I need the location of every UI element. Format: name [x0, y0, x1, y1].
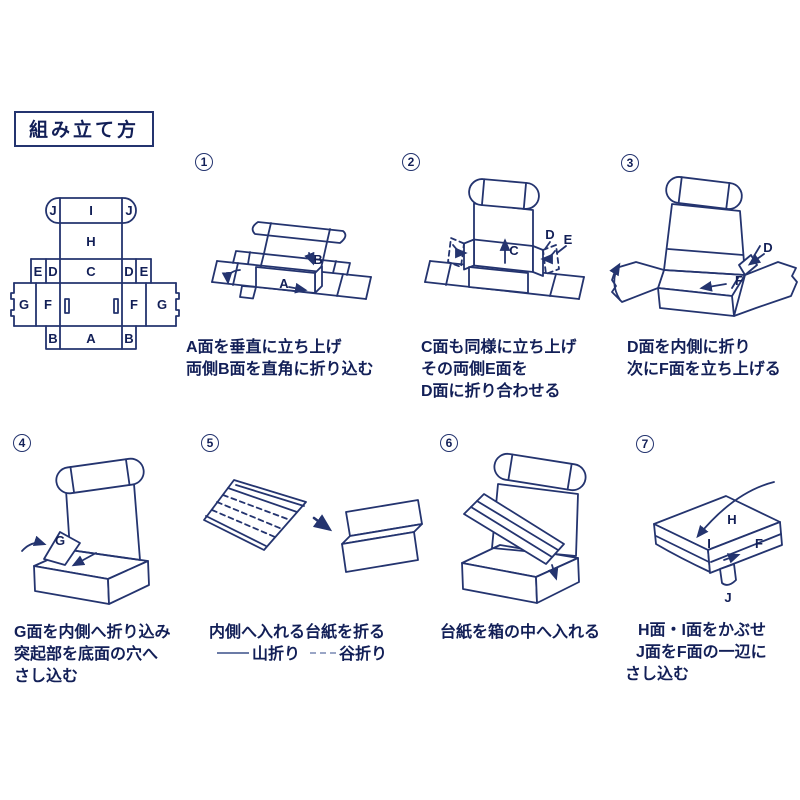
label-e-right: E — [140, 264, 149, 279]
label-h: H — [86, 234, 95, 249]
step-2-label-c: C — [509, 243, 519, 258]
step-6-box — [461, 452, 587, 604]
step-7-label-h: H — [727, 512, 736, 527]
step-2-label-e: E — [564, 232, 573, 247]
caption-line: D面を内側に折り — [627, 339, 751, 356]
step-5-folded-insert — [341, 499, 423, 573]
step-5-number: 5 — [201, 434, 219, 452]
label-a: A — [86, 331, 96, 346]
caption-line: さし込む — [14, 668, 79, 685]
step-2-diagram: C D E — [424, 178, 585, 300]
template-outline — [10, 197, 180, 350]
step-2-standing-walls — [447, 178, 560, 294]
step-1-number: 1 — [195, 153, 213, 171]
caption-line: 台紙を箱の中へ入れる — [440, 624, 601, 641]
step-4-box — [33, 457, 150, 605]
label-d-left: D — [48, 264, 57, 279]
step-6-insert — [463, 493, 565, 565]
label-j-right: J — [125, 203, 132, 218]
label-e-left: E — [34, 264, 43, 279]
valley-fold-line-sample — [310, 651, 337, 654]
box-template-diagram: J I J H E D C D E G F F G B A B — [10, 197, 180, 350]
caption-line: J面をF面の一辺に — [636, 644, 767, 661]
step-3-caption: D面を内側に折り 次にF面を立ち上げる — [627, 337, 781, 381]
step-3-number: 3 — [621, 154, 639, 172]
step-3-arrows — [609, 245, 765, 301]
step-3-label-f: F — [735, 273, 743, 288]
step-3-diagram: D F — [609, 176, 798, 317]
step-5-arrow — [312, 514, 333, 532]
valley-fold-label: 谷折り — [339, 646, 388, 663]
step-1-label-b: B — [313, 252, 322, 267]
step-6-arrow — [547, 564, 559, 581]
label-j-left: J — [49, 203, 56, 218]
step-6-diagram — [461, 452, 587, 604]
caption-line: D面に折り合わせる — [421, 383, 561, 400]
label-f-left: F — [44, 297, 52, 312]
step-4-number: 4 — [13, 434, 31, 452]
step-7-arrows — [696, 481, 775, 564]
step-6-caption: 台紙を箱の中へ入れる — [440, 622, 600, 644]
step-7-number: 7 — [636, 435, 654, 453]
caption-line: 両側B面を直角に折り込む — [186, 361, 374, 378]
step-1-flat-sheet — [211, 221, 372, 300]
step-7-label-f: F — [755, 536, 763, 551]
caption-line: G面を内側へ折り込み — [14, 624, 171, 641]
step-2-number: 2 — [402, 153, 420, 171]
label-d-right: D — [124, 264, 133, 279]
mountain-fold-label: 山折り — [252, 646, 301, 663]
caption-line: C面も同様に立ち上げ — [421, 339, 577, 356]
step-2-caption: C面も同様に立ち上げ その両側E面を D面に折り合わせる — [421, 337, 577, 403]
step-1-arrows — [221, 251, 315, 294]
step-3-label-d: D — [763, 240, 772, 255]
caption-line: 内側へ入れる台紙を折る — [209, 624, 386, 641]
caption-line: さし込む — [625, 666, 690, 683]
step-4-label-g: G — [55, 533, 65, 548]
step-4-arrows — [21, 535, 97, 567]
template-labels: J I J H E D C D E G F F G B A B — [19, 203, 167, 346]
label-i: I — [89, 203, 93, 218]
caption-line: H面・I面をかぶせ — [638, 622, 767, 639]
step-7-label-i: I — [707, 536, 711, 551]
step-2-label-d: D — [545, 227, 554, 242]
label-f-right: F — [130, 297, 138, 312]
label-c: C — [86, 264, 96, 279]
step-4-diagram: G — [21, 457, 150, 605]
step-5-caption: 内側へ入れる台紙を折る 山折り 谷折り — [209, 622, 387, 666]
label-g-left: G — [19, 297, 29, 312]
label-b-left: B — [48, 331, 57, 346]
label-g-right: G — [157, 297, 167, 312]
caption-line: 突起部を底面の穴へ — [14, 646, 159, 663]
step-7-closed-box — [653, 495, 783, 586]
step-3-box — [611, 176, 798, 317]
step-7-diagram: H I F J — [653, 481, 783, 605]
step-2-arrows — [452, 238, 567, 265]
page-title: 組み立て方 — [14, 111, 155, 147]
label-b-right: B — [124, 331, 133, 346]
fold-legend: 山折り 谷折り — [217, 644, 387, 666]
step-1-diagram: A B — [211, 221, 372, 300]
step-5-flat-board — [203, 479, 307, 551]
caption-line: A面を垂直に立ち上げ — [186, 339, 342, 356]
caption-line: その両側E面を — [421, 361, 528, 378]
step-1-label-a: A — [279, 276, 289, 291]
step-1-caption: A面を垂直に立ち上げ 両側B面を直角に折り込む — [186, 337, 374, 381]
step-4-caption: G面を内側へ折り込み 突起部を底面の穴へ さし込む — [14, 622, 170, 688]
step-7-caption: H面・I面をかぶせ J面をF面の一辺に さし込む — [625, 620, 767, 686]
step-7-label-j: J — [724, 590, 731, 605]
step-6-number: 6 — [440, 434, 458, 452]
caption-line: 次にF面を立ち上げる — [627, 361, 781, 378]
step-5-diagram — [203, 479, 423, 573]
mountain-fold-line-sample — [217, 651, 249, 654]
